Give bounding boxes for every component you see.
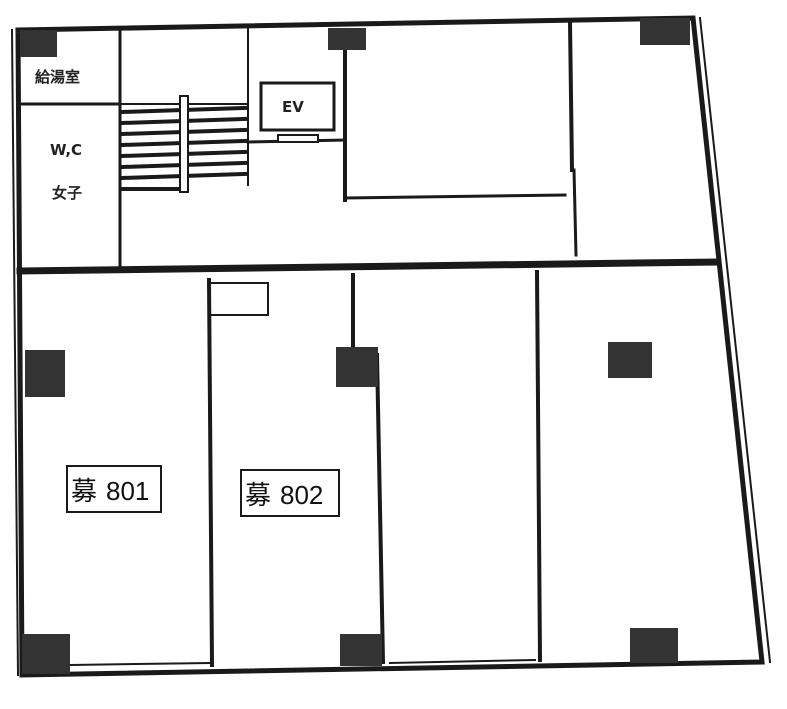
columns [20, 18, 690, 674]
restroom-label: W,C [50, 141, 82, 159]
staircase [119, 95, 248, 193]
unit-walls [68, 269, 543, 668]
unit-prefix: 募 [71, 476, 97, 506]
elevator-label: EV [282, 98, 304, 116]
kitchenette-label: 給湯室 [35, 68, 80, 86]
outer-walls [10, 15, 772, 678]
corridor-wall [16, 258, 720, 275]
unit-802-label[interactable]: 募 802 [240, 469, 340, 517]
unit-801-label[interactable]: 募 801 [66, 465, 162, 513]
elevator [259, 81, 336, 143]
unit-number: 801 [106, 476, 149, 506]
unit-prefix: 募 [245, 480, 271, 510]
unit-number: 802 [280, 480, 323, 510]
core-walls [18, 19, 578, 272]
restroom-gender-label: 女子 [52, 184, 82, 202]
